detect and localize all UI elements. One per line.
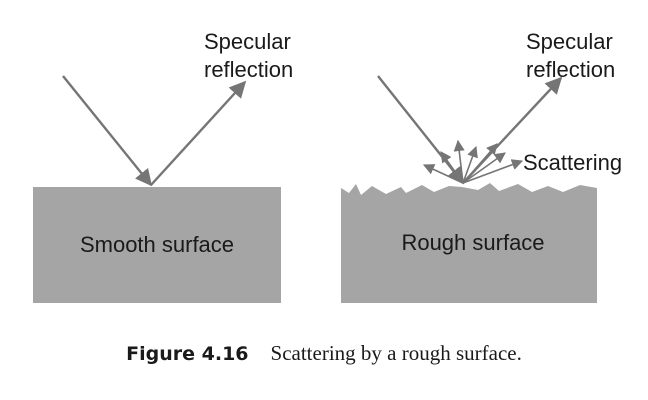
smooth-surface-block bbox=[33, 187, 281, 303]
reflection-diagram: Specular reflection Smooth surface Specu… bbox=[33, 29, 622, 303]
figure-number: Figure 4.16 bbox=[126, 343, 249, 365]
incident-ray-rough bbox=[377, 75, 465, 185]
caption-text: Scattering by a rough surface. bbox=[270, 341, 522, 365]
specular-label-left-line2: reflection bbox=[204, 57, 293, 82]
specular-ray-smooth bbox=[150, 80, 247, 186]
scatter-ray-6 bbox=[462, 152, 506, 184]
scatter-ray-5 bbox=[462, 143, 498, 184]
scatter-ray-2 bbox=[440, 151, 464, 184]
scatter-ray-1 bbox=[422, 164, 464, 184]
incident-ray-smooth bbox=[62, 75, 153, 187]
rough-surface-block bbox=[341, 183, 597, 303]
scattering-label: Scattering bbox=[523, 150, 622, 175]
scatter-ray-7 bbox=[462, 159, 524, 184]
specular-label-left-line1: Specular bbox=[204, 29, 291, 54]
rough-surface-label: Rough surface bbox=[401, 230, 544, 255]
specular-label-right-line1: Specular bbox=[526, 29, 613, 54]
scatter-ray-3 bbox=[453, 139, 465, 184]
specular-label-right-line2: reflection bbox=[526, 57, 615, 82]
figure-caption: Figure 4.16 Scattering by a rough surface… bbox=[0, 341, 648, 366]
specular-ray-rough bbox=[462, 76, 563, 184]
scattered-rays bbox=[422, 139, 524, 184]
scatter-ray-4 bbox=[462, 145, 478, 184]
smooth-surface-label: Smooth surface bbox=[80, 232, 234, 257]
